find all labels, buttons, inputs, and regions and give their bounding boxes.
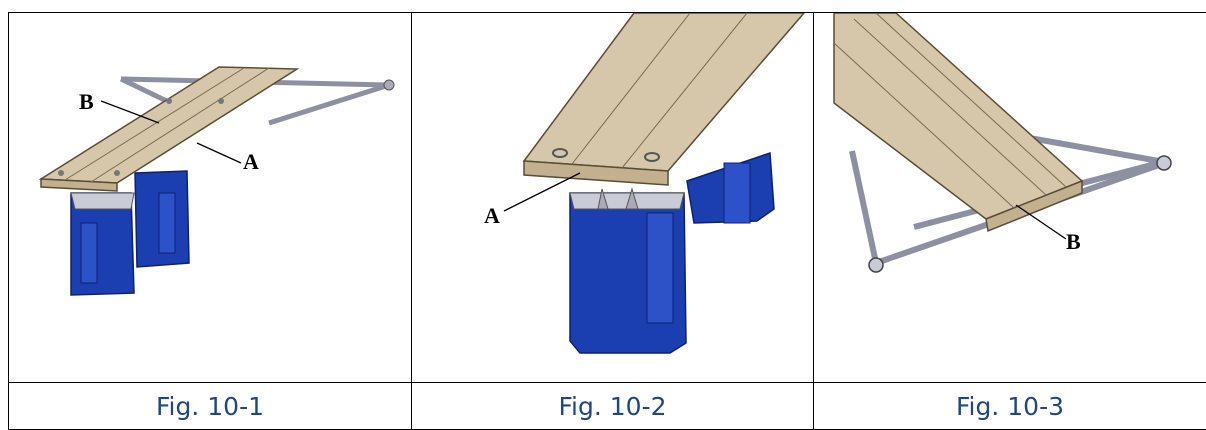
dock-assembly-illustration: B A	[38, 66, 395, 296]
figure-10-1-image: B A	[8, 12, 412, 383]
deck-board	[38, 66, 300, 192]
figure-caption: Fig. 10-3	[955, 391, 1064, 421]
figure-10-2-image: A	[411, 12, 814, 383]
dock-closeup-illustration: A	[484, 13, 805, 354]
float-back	[686, 151, 775, 224]
callout-a: A	[243, 149, 259, 174]
deck-board	[522, 13, 805, 186]
float-left	[70, 192, 135, 296]
caption-cell-1: Fig. 10-1	[8, 382, 412, 430]
deck-board	[833, 13, 1084, 233]
callout-b: B	[1066, 229, 1081, 254]
float-front	[569, 187, 687, 354]
frame-underside-illustration: B	[833, 13, 1172, 273]
figure-table: B A	[8, 12, 1206, 430]
callout-b: B	[79, 89, 94, 114]
figure-10-3-image: B	[813, 12, 1206, 383]
caption-cell-3: Fig. 10-3	[813, 382, 1206, 430]
figure-caption: Fig. 10-1	[155, 391, 264, 421]
caption-cell-2: Fig. 10-2	[411, 382, 814, 430]
callout-a: A	[484, 203, 500, 228]
figure-caption: Fig. 10-2	[558, 391, 667, 421]
float-right	[134, 170, 190, 268]
